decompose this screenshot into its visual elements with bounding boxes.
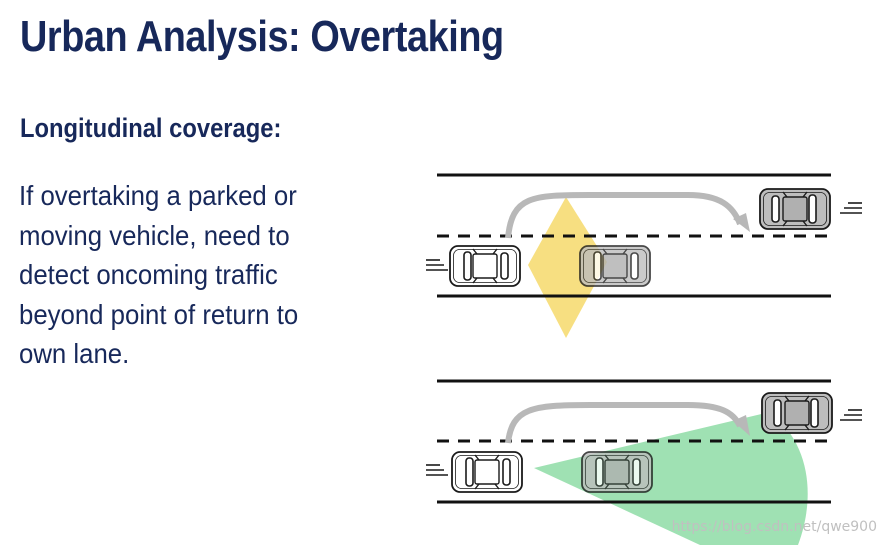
green-coverage-area xyxy=(534,412,808,545)
overtake-path xyxy=(505,192,743,239)
body-line: moving vehicle, need to xyxy=(19,219,290,251)
body-line: own lane. xyxy=(19,338,130,369)
path-arrowhead xyxy=(733,213,750,232)
motion-lines-icon xyxy=(839,409,863,421)
motion-lines-icon xyxy=(839,202,863,214)
ego-car xyxy=(451,451,523,493)
yellow-coverage-area xyxy=(528,197,607,338)
parked-car xyxy=(581,451,653,493)
scenario-top xyxy=(425,173,863,338)
path-arrowhead xyxy=(733,415,750,436)
ego-car xyxy=(449,245,521,287)
slide-title: Urban Analysis: Overtaking xyxy=(20,12,504,61)
oncoming-car xyxy=(761,392,833,434)
slide-subtitle: Longitudinal coverage: xyxy=(20,113,282,143)
body-line: beyond point of return to xyxy=(19,298,299,330)
oncoming-car xyxy=(759,188,831,230)
body-line: detect oncoming traffic xyxy=(19,259,278,290)
motion-lines-icon xyxy=(425,259,449,271)
motion-lines-icon xyxy=(425,464,449,476)
watermark: https://blog.csdn.net/qwe900 xyxy=(671,519,877,535)
parked-car xyxy=(579,245,651,287)
scenario-bottom xyxy=(425,379,863,545)
slide-body: If overtaking a parked or moving vehicle… xyxy=(19,176,298,374)
overtake-path xyxy=(505,402,743,444)
body-line: If overtaking a parked or xyxy=(19,180,297,211)
